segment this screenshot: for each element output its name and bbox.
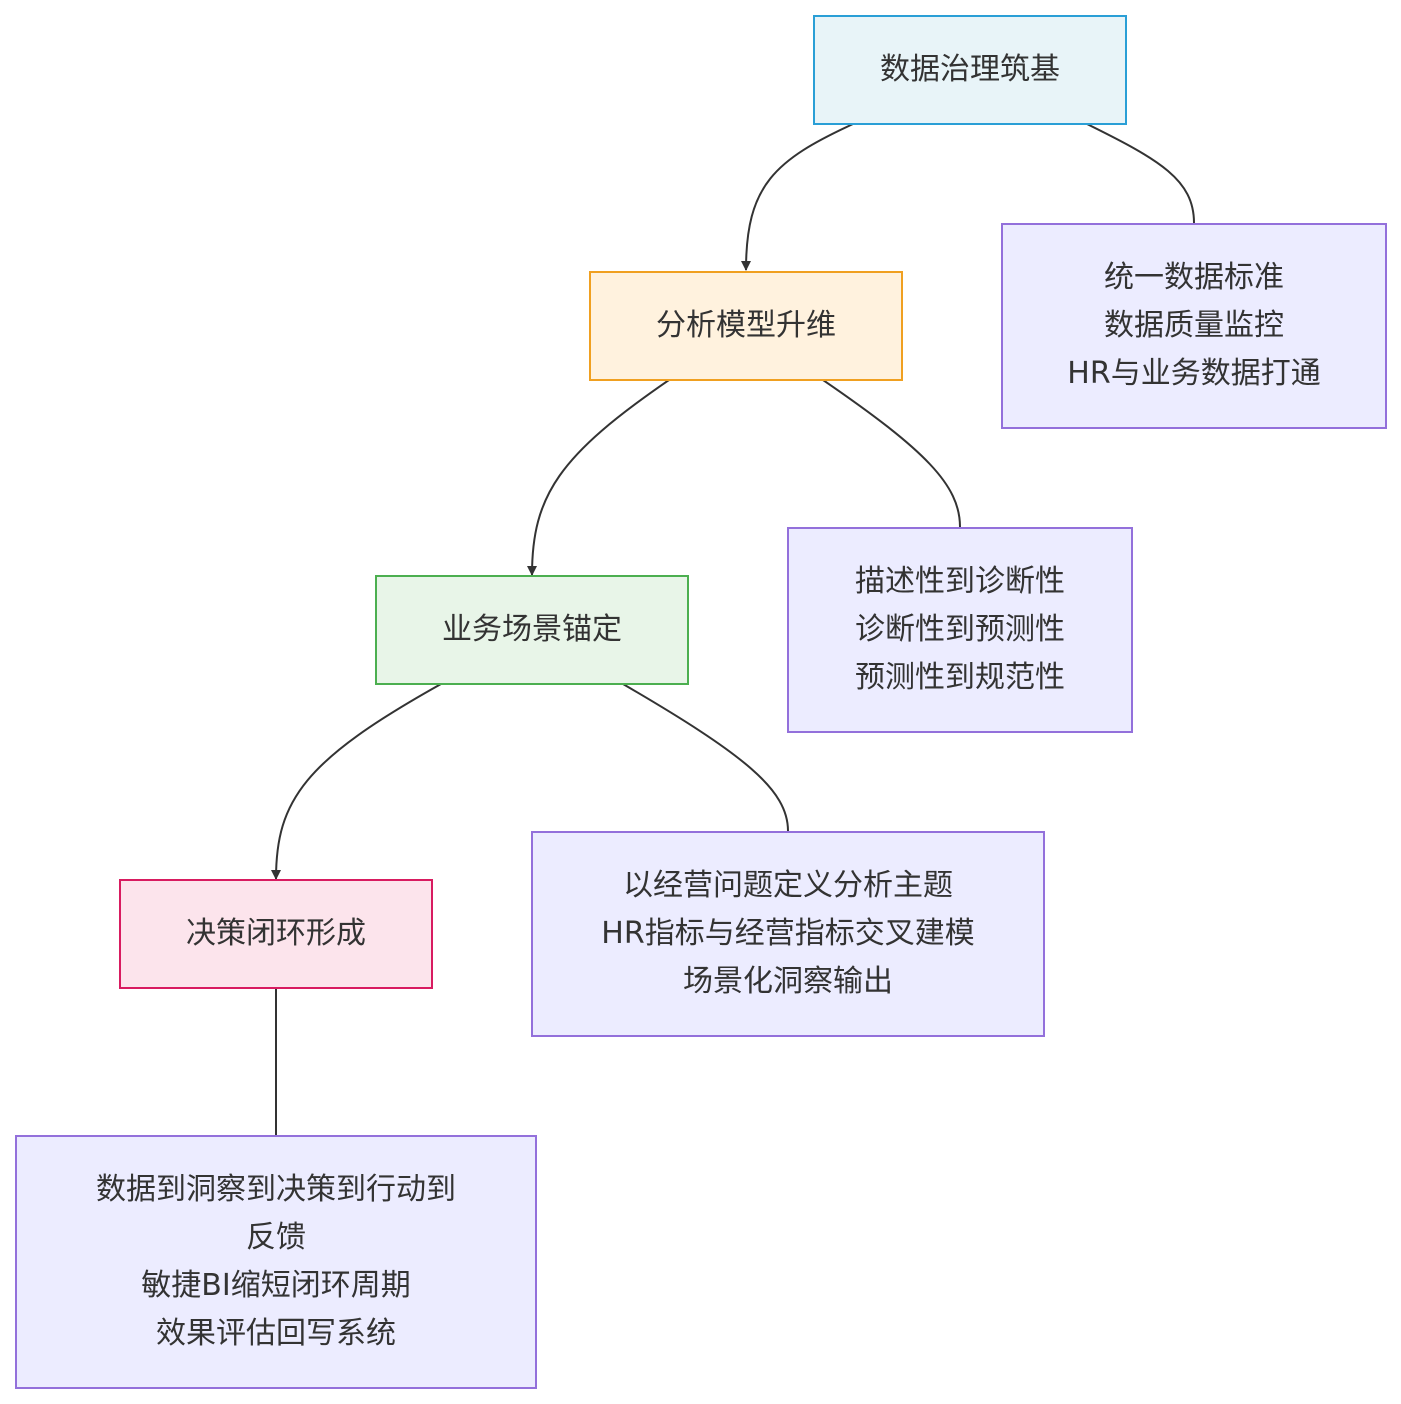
node-decision-loop: 决策闭环形成	[119, 879, 433, 989]
edge-governance-to-detail	[1086, 123, 1195, 224]
node-decision-loop-detail: 数据到洞察到决策到行动到 反馈 敏捷BI缩短闭环周期 效果评估回写系统	[15, 1135, 537, 1389]
detail-line: 诊断性到预测性	[855, 612, 1065, 647]
node-data-governance: 数据治理筑基	[813, 15, 1127, 125]
detail-line: HR指标与经营指标交叉建模	[601, 916, 975, 951]
detail-line: 场景化洞察输出	[683, 964, 893, 999]
detail-line: 敏捷BI缩短闭环周期	[141, 1268, 411, 1303]
detail-line: 数据到洞察到决策到行动到	[96, 1172, 456, 1207]
edge-model-to-scenario	[527, 379, 670, 576]
detail-line: 预测性到规范性	[855, 660, 1065, 695]
edge-governance-to-model	[741, 123, 854, 271]
detail-line: 统一数据标准	[1104, 260, 1284, 295]
detail-line: 以经营问题定义分析主题	[623, 868, 953, 903]
node-model-upgrade-detail: 描述性到诊断性 诊断性到预测性 预测性到规范性	[787, 527, 1133, 733]
detail-line: 描述性到诊断性	[855, 564, 1065, 599]
node-data-governance-detail: 统一数据标准 数据质量监控 HR与业务数据打通	[1001, 223, 1387, 429]
node-model-upgrade: 分析模型升维	[589, 271, 903, 381]
detail-line: HR与业务数据打通	[1067, 356, 1321, 391]
node-model-upgrade-label: 分析模型升维	[656, 308, 836, 343]
edge-scenario-to-decision	[271, 683, 442, 880]
node-scenario-anchor: 业务场景锚定	[375, 575, 689, 685]
node-scenario-anchor-label: 业务场景锚定	[442, 612, 622, 647]
detail-line: 效果评估回写系统	[156, 1316, 396, 1351]
detail-line: 反馈	[246, 1220, 306, 1255]
edge-model-to-detail	[822, 379, 961, 528]
detail-line: 数据质量监控	[1104, 308, 1284, 343]
edge-scenario-to-detail	[622, 683, 789, 832]
node-scenario-anchor-detail: 以经营问题定义分析主题 HR指标与经营指标交叉建模 场景化洞察输出	[531, 831, 1045, 1037]
node-decision-loop-label: 决策闭环形成	[186, 916, 366, 951]
node-data-governance-label: 数据治理筑基	[880, 52, 1060, 87]
